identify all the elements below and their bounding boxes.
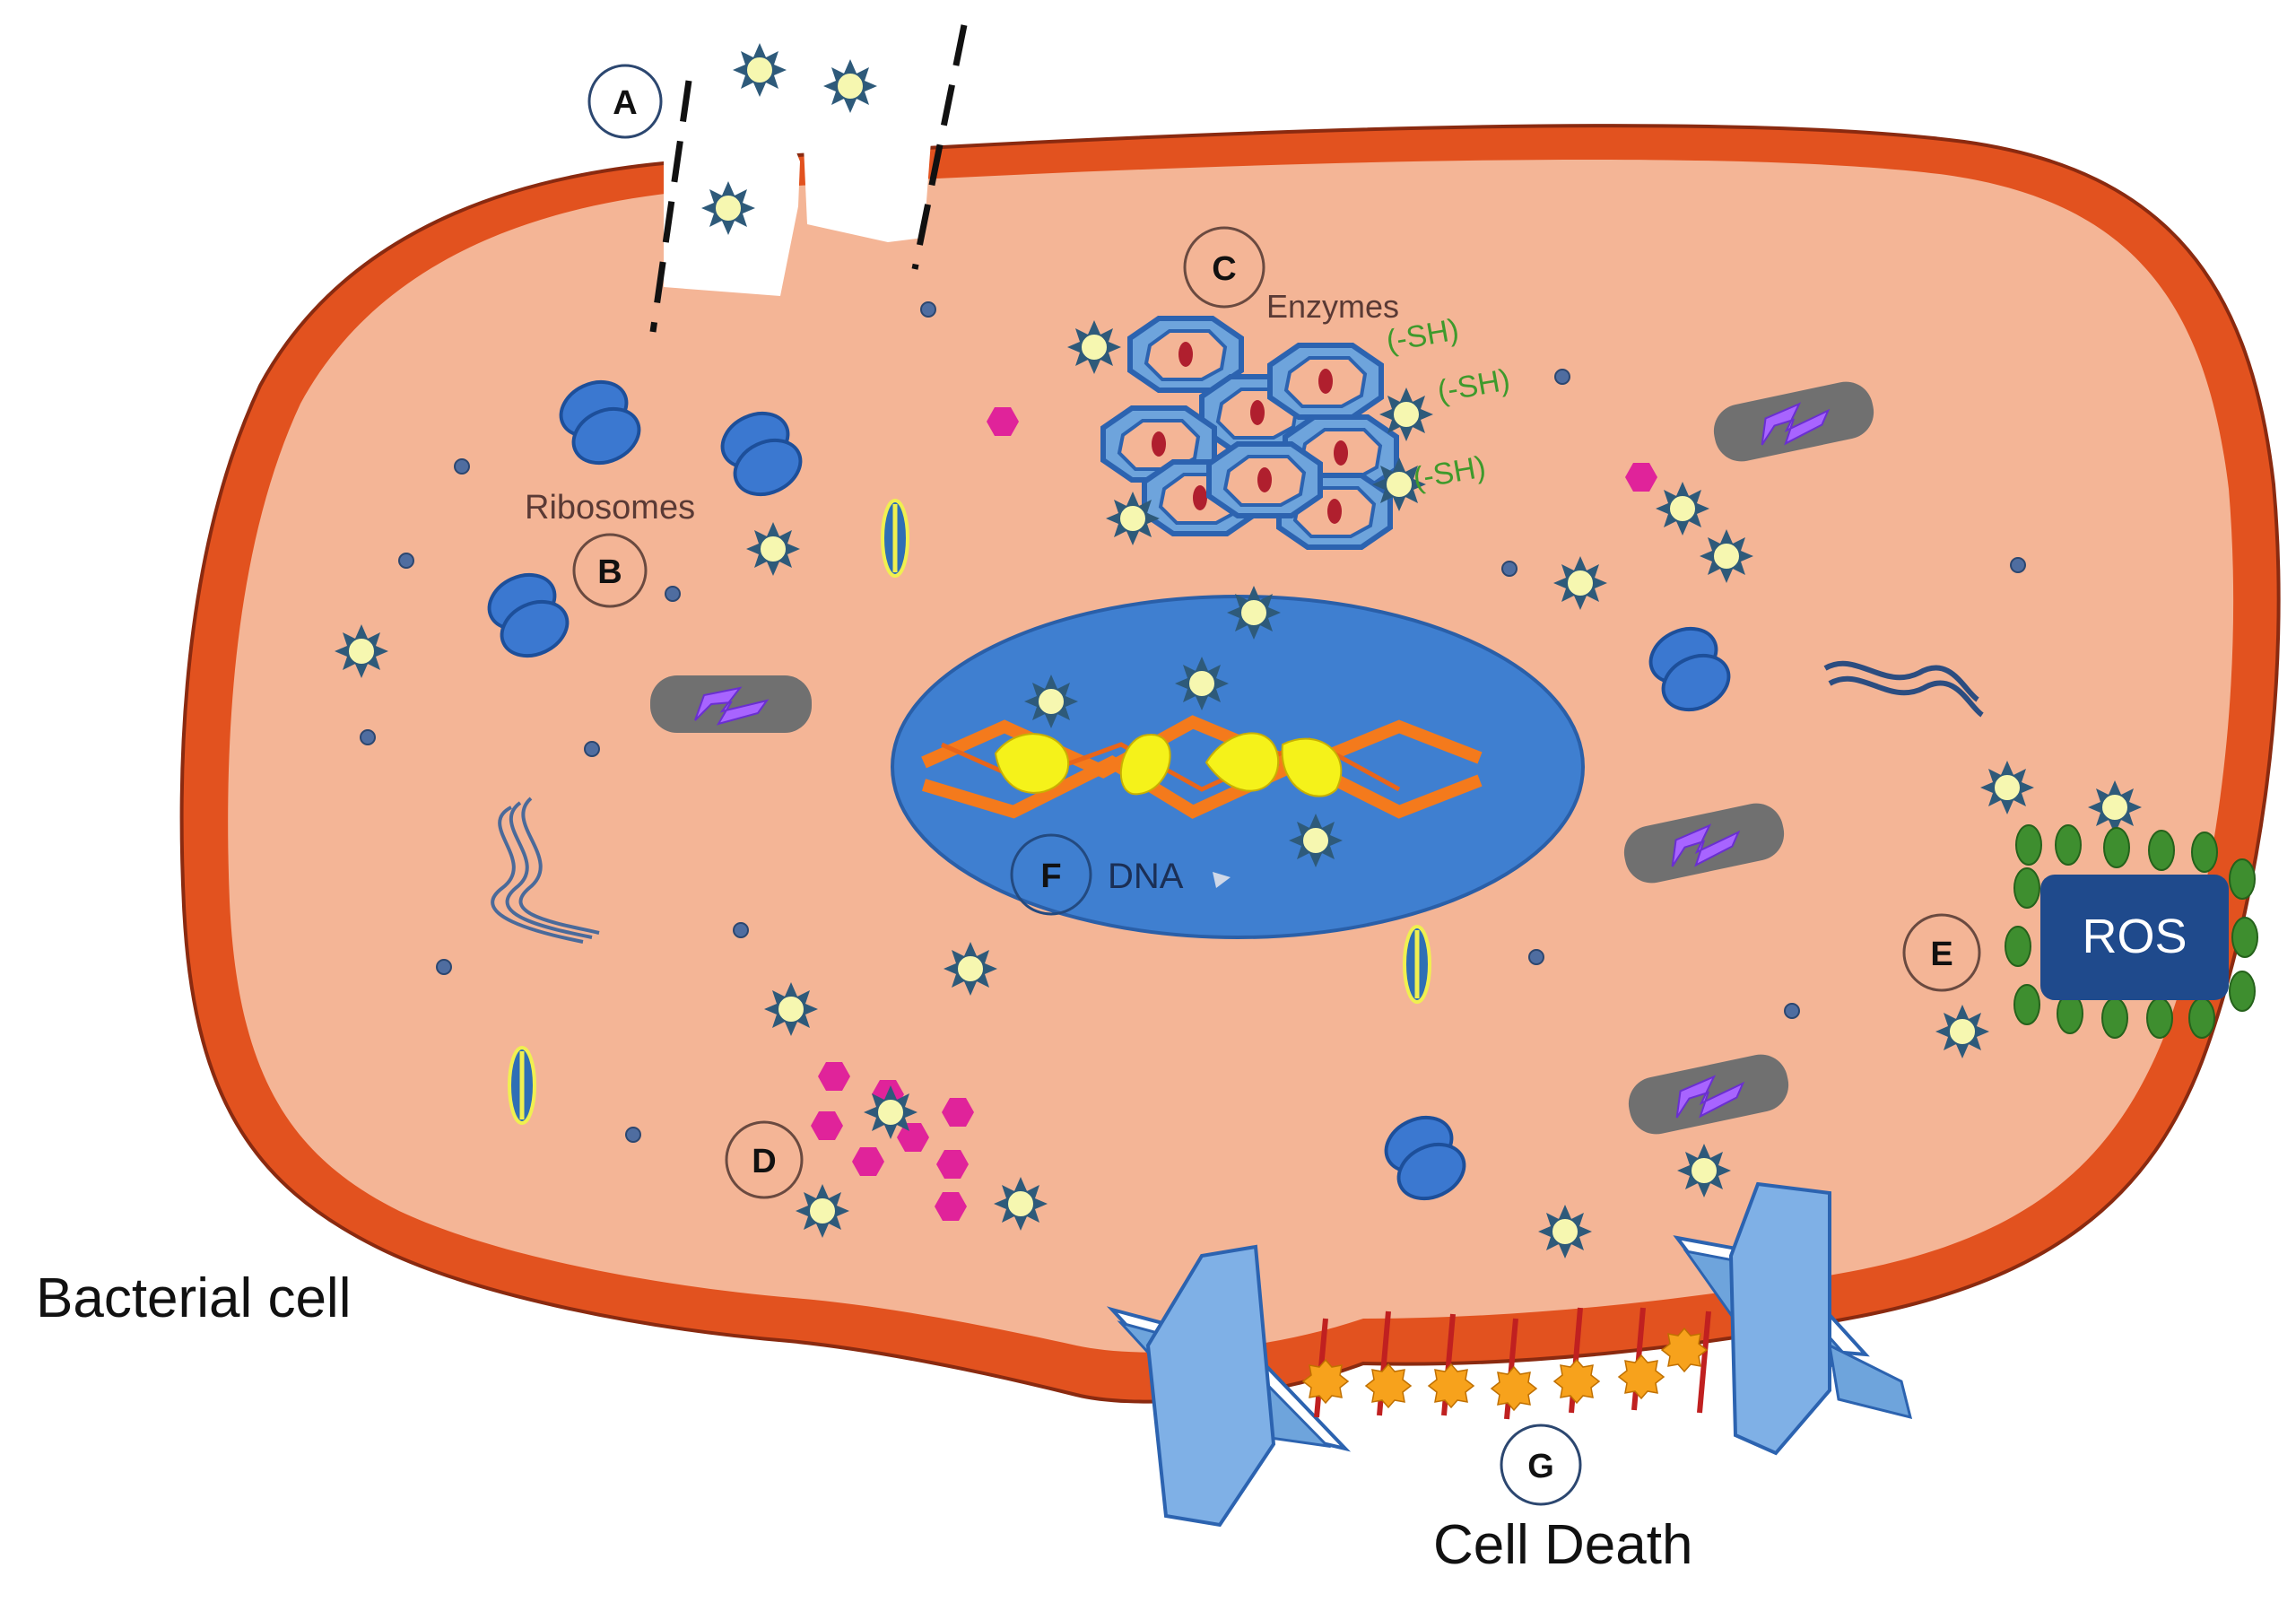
- label-circle-f: F: [1010, 833, 1092, 916]
- svg-text:C: C: [1212, 250, 1236, 288]
- label-circle-d: D: [725, 1120, 804, 1199]
- ion-dots: [360, 301, 2026, 1143]
- svg-text:B: B: [597, 553, 622, 591]
- label-circle-e: E: [1902, 913, 1981, 992]
- membrane-channel-right: [1673, 1181, 1913, 1456]
- membrane-pore-2: [803, 117, 933, 242]
- plasmid: [649, 675, 813, 734]
- label-circle-g: G: [1500, 1424, 1582, 1506]
- cell-death-label: Cell Death: [1433, 1514, 1692, 1576]
- ros-label: ROS: [2082, 910, 2187, 963]
- dashed-line-left: [649, 80, 692, 333]
- dna-pointer: [1213, 872, 1231, 888]
- dashed-line-right: [911, 24, 968, 270]
- label-circle-a: A: [587, 64, 663, 139]
- dna-label: DNA: [1108, 857, 1184, 896]
- label-circle-b: B: [572, 533, 648, 608]
- ros-beads: [2005, 824, 2258, 1039]
- spindle-organelle: [883, 501, 908, 576]
- label-circle-c: C: [1183, 226, 1265, 309]
- svg-text:G: G: [1527, 1448, 1554, 1485]
- ros-box: [2040, 875, 2229, 1000]
- spindle-organelle: [509, 1048, 535, 1123]
- membrane-channel-left: [1106, 1244, 1352, 1528]
- enzymes-label: Enzymes: [1266, 288, 1399, 325]
- bacterial-cell-label: Bacterial cell: [36, 1267, 351, 1329]
- ribosomes-label: Ribosomes: [525, 489, 695, 527]
- mrna-strand-right: [1823, 660, 1984, 718]
- svg-text:E: E: [1930, 936, 1952, 973]
- svg-text:F: F: [1040, 858, 1061, 895]
- mrna-strand: [491, 797, 600, 944]
- spindle-organelle: [1405, 927, 1430, 1002]
- dna-strands: [921, 715, 1483, 819]
- svg-text:A: A: [613, 84, 637, 122]
- svg-text:D: D: [752, 1143, 776, 1180]
